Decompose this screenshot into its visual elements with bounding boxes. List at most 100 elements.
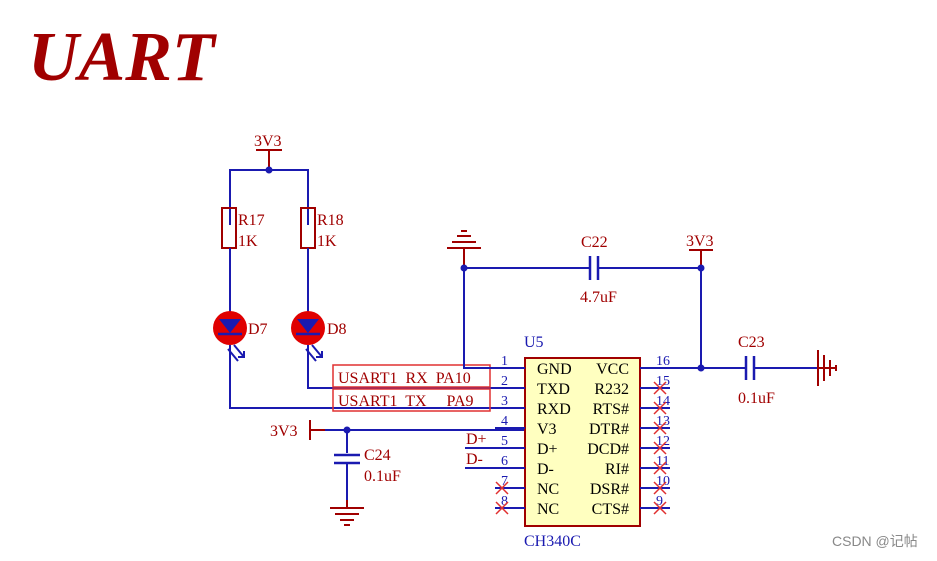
pin-number: 7 bbox=[501, 474, 508, 489]
c24-ref: C24 bbox=[364, 447, 391, 464]
ic-pin-left: 5 D+ bbox=[495, 434, 558, 458]
pin-number: 4 bbox=[501, 414, 508, 429]
ic-pin-right: 12 DCD# bbox=[587, 434, 670, 458]
pin-name: R232 bbox=[594, 381, 629, 398]
gnd-to-pin1-wire bbox=[463, 268, 525, 369]
tx-net-box bbox=[332, 388, 491, 412]
led-d7: D7 bbox=[213, 311, 268, 362]
pin-number: 14 bbox=[656, 394, 670, 409]
resistor-r17: R17 1K bbox=[221, 207, 265, 250]
pin-number: 3 bbox=[501, 394, 508, 409]
pin-name: RTS# bbox=[593, 401, 629, 418]
c22-value: 4.7uF bbox=[580, 289, 617, 306]
pin-number: 15 bbox=[656, 374, 670, 389]
ic-pin-left: 7 NC bbox=[495, 474, 559, 498]
c23-value: 0.1uF bbox=[738, 390, 775, 407]
d8-to-txd-wire bbox=[307, 345, 525, 389]
ic-pin-right: 14 RTS# bbox=[593, 394, 670, 418]
pin-number: 11 bbox=[656, 454, 669, 469]
pin-name: GND bbox=[537, 361, 572, 378]
pin-name: V3 bbox=[537, 421, 557, 438]
pin-number: 9 bbox=[656, 494, 663, 509]
capacitor-c24: C24 0.1uF bbox=[334, 447, 401, 485]
pin-number: 13 bbox=[656, 414, 670, 429]
vcc-v3-symbol: 3V3 bbox=[270, 420, 325, 440]
no-connect-icon bbox=[653, 421, 667, 435]
pin-name: RI# bbox=[605, 461, 629, 478]
pin-name: NC bbox=[537, 481, 559, 498]
vcc-top-label: 3V3 bbox=[254, 133, 282, 150]
rx-net-box bbox=[332, 364, 491, 388]
c24-value: 0.1uF bbox=[364, 468, 401, 485]
dminus-net-label: D- bbox=[466, 451, 483, 468]
watermark: CSDN @记帖 bbox=[832, 533, 918, 549]
ic-pin-right: 9 CTS# bbox=[592, 494, 670, 518]
ic-pin-right: 11 RI# bbox=[605, 454, 670, 478]
ic-pin-left: 1 GND bbox=[495, 354, 572, 378]
d7-ref: D7 bbox=[248, 321, 268, 338]
vcc-v3-label: 3V3 bbox=[270, 423, 298, 440]
resistor-r18: R18 1K bbox=[300, 207, 344, 250]
r17-ref: R17 bbox=[238, 212, 265, 229]
ground-symbol-c23 bbox=[817, 350, 837, 386]
vcc-c22-symbol: 3V3 bbox=[686, 233, 714, 268]
no-connect-icon bbox=[653, 401, 667, 415]
tx-net-label: USART1 TX PA9 bbox=[338, 393, 474, 410]
pin-number: 10 bbox=[656, 474, 670, 489]
ic-pin-right: 10 DSR# bbox=[590, 474, 670, 498]
pin-number: 6 bbox=[501, 454, 508, 469]
pin-name: D- bbox=[537, 461, 554, 478]
capacitor-c23: C23 0.1uF bbox=[738, 334, 775, 407]
d7-to-rxd-wire bbox=[229, 345, 525, 409]
no-connect-icon bbox=[653, 441, 667, 455]
ic-pin-right: 15 R232 bbox=[594, 374, 670, 398]
pin-name: NC bbox=[537, 501, 559, 518]
ic-pin-left: 3 RXD bbox=[495, 394, 571, 418]
no-connect-icon bbox=[495, 481, 509, 495]
vcc-c22-label: 3V3 bbox=[686, 233, 714, 250]
ic-pin-left: 8 NC bbox=[495, 494, 559, 518]
pin-number: 8 bbox=[501, 494, 508, 509]
r18-value: 1K bbox=[317, 233, 337, 250]
page-title: UART bbox=[28, 19, 218, 96]
c22-ref: C22 bbox=[581, 234, 608, 251]
ic-pin-left: 2 TXD bbox=[495, 374, 570, 398]
capacitor-c22: C22 4.7uF bbox=[580, 234, 617, 306]
ic-ref: U5 bbox=[524, 334, 544, 351]
ic-pin-right: 13 DTR# bbox=[589, 414, 670, 438]
pin-name: CTS# bbox=[592, 501, 629, 518]
d8-ref: D8 bbox=[327, 321, 347, 338]
no-connect-icon bbox=[653, 461, 667, 475]
led-d8: D8 bbox=[291, 311, 347, 362]
vcc-top-symbol: 3V3 bbox=[254, 133, 282, 170]
pin-number: 5 bbox=[501, 434, 508, 449]
pin-name: DTR# bbox=[589, 421, 629, 438]
pin-name: TXD bbox=[537, 381, 570, 398]
r18-ref: R18 bbox=[317, 212, 344, 229]
vcc-top-wire bbox=[229, 169, 309, 225]
pin-name: DSR# bbox=[590, 481, 629, 498]
ground-symbol-c24 bbox=[330, 500, 364, 526]
ic-pin-left: 6 D- bbox=[495, 454, 554, 478]
dplus-net-label: D+ bbox=[466, 431, 487, 448]
pin-name: DCD# bbox=[587, 441, 629, 458]
ic-body bbox=[524, 357, 641, 527]
pin-number: 1 bbox=[501, 354, 508, 369]
no-connect-icon bbox=[653, 381, 667, 395]
pin-number: 12 bbox=[656, 434, 670, 449]
pin-name: D+ bbox=[537, 441, 558, 458]
ground-symbol-c22 bbox=[447, 230, 481, 268]
pin-name: RXD bbox=[537, 401, 571, 418]
rx-net-label: USART1 RX PA10 bbox=[338, 370, 471, 387]
no-connect-icon bbox=[653, 481, 667, 495]
pin-name: VCC bbox=[596, 361, 629, 378]
pin-number: 2 bbox=[501, 374, 508, 389]
ic-part-number: CH340C bbox=[524, 533, 581, 550]
ic-pin-left: 4 V3 bbox=[495, 414, 557, 438]
